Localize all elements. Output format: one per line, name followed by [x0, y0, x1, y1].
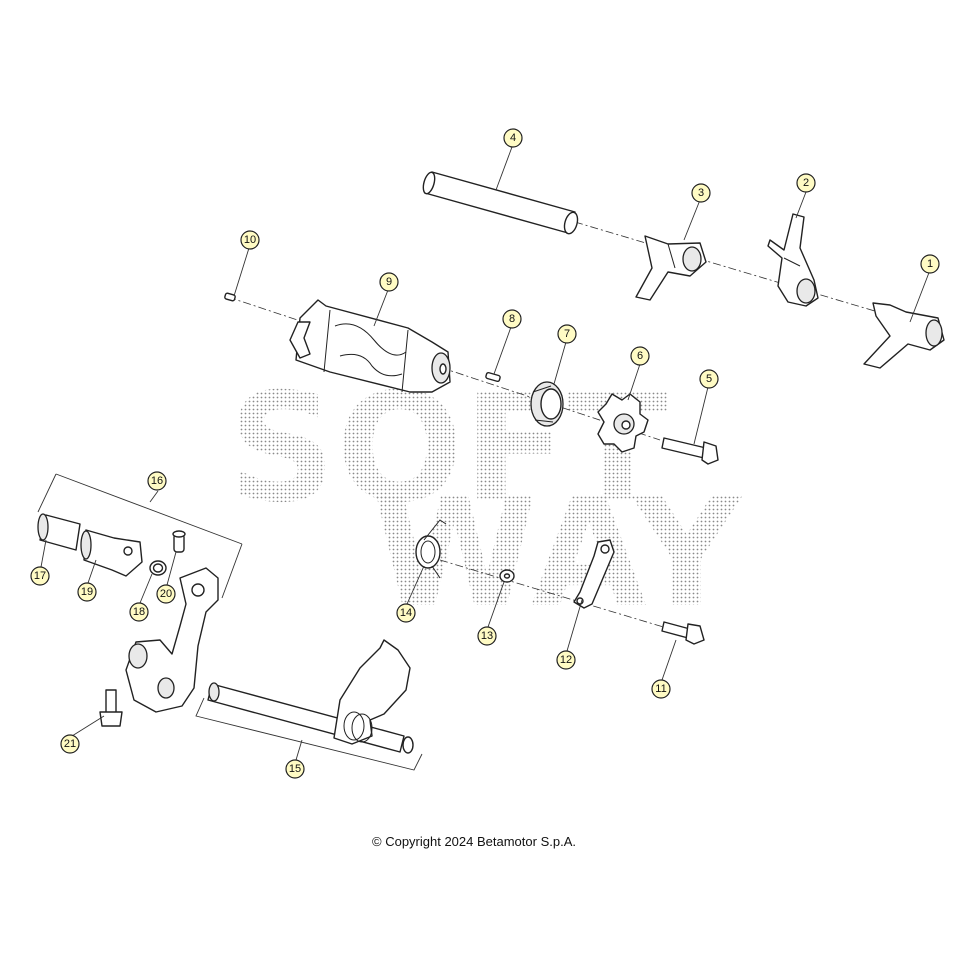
callout-17: 17 [30, 566, 50, 586]
callout-8: 8 [502, 309, 522, 329]
bolt-5-part [661, 437, 719, 465]
callout-4: 4 [503, 128, 523, 148]
svg-text:21: 21 [64, 738, 76, 750]
callout-11: 11 [651, 679, 671, 699]
svg-text:12: 12 [560, 654, 572, 666]
watermark: SOFT WAY [228, 362, 743, 641]
copyright-text: © Copyright 2024 Betamotor S.p.A. [372, 834, 576, 849]
svg-text:5: 5 [706, 373, 712, 385]
shift-drum-part [289, 299, 451, 393]
svg-text:13: 13 [481, 630, 493, 642]
leader-lines [40, 146, 931, 761]
callout-14: 14 [396, 603, 416, 623]
grouping-brackets [37, 473, 423, 771]
svg-text:9: 9 [386, 276, 392, 288]
callout-12: 12 [556, 650, 576, 670]
part-callouts: 1 2 3 4 5 6 7 8 9 10 11 12 13 14 15 16 1… [30, 128, 940, 779]
callout-15: 15 [285, 759, 305, 779]
pedal-tip-19-part [80, 529, 143, 577]
bearing-7-part [530, 381, 564, 427]
bolt-21-part [99, 689, 123, 727]
shift-fork-1-part [863, 302, 945, 369]
callout-20: 20 [156, 584, 176, 604]
shift-fork-2-part [767, 213, 819, 307]
callout-19: 19 [77, 582, 97, 602]
svg-text:18: 18 [133, 606, 145, 618]
washer-13-part [499, 569, 515, 583]
callout-21: 21 [60, 734, 80, 754]
svg-text:16: 16 [151, 475, 163, 487]
callout-6: 6 [630, 346, 650, 366]
svg-text:10: 10 [244, 234, 256, 246]
svg-text:11: 11 [655, 683, 666, 695]
spring-14-part [415, 519, 447, 579]
callout-13: 13 [477, 626, 497, 646]
bolt-11-part [661, 621, 705, 645]
svg-text:19: 19 [81, 586, 93, 598]
gear-pedal-part [125, 567, 219, 713]
watermark-line1: SOFT [228, 362, 668, 536]
callout-10: 10 [240, 230, 260, 250]
callout-7: 7 [557, 324, 577, 344]
svg-text:20: 20 [160, 588, 172, 600]
oring-18-part [149, 560, 167, 576]
pin-20-part [172, 530, 186, 553]
fork-shaft-part [422, 171, 579, 235]
callout-18: 18 [129, 602, 149, 622]
callout-16: 16 [147, 471, 167, 491]
svg-text:7: 7 [564, 328, 570, 340]
callout-5: 5 [699, 369, 719, 389]
shift-shaft-part [207, 639, 414, 754]
svg-text:17: 17 [34, 570, 46, 582]
svg-text:8: 8 [509, 313, 515, 325]
lever-12-part [573, 539, 615, 609]
svg-text:4: 4 [510, 132, 516, 144]
index-wheel-part [597, 393, 649, 453]
sleeve-17-part [37, 513, 81, 551]
callout-1: 1 [920, 254, 940, 274]
dowel-8-part [485, 371, 501, 383]
svg-text:15: 15 [289, 763, 301, 775]
svg-text:2: 2 [803, 177, 809, 189]
pin-10-part [224, 292, 236, 302]
svg-text:3: 3 [698, 187, 704, 199]
svg-text:6: 6 [637, 350, 643, 362]
callout-3: 3 [691, 183, 711, 203]
svg-text:14: 14 [400, 607, 412, 619]
callout-9: 9 [379, 272, 399, 292]
svg-text:1: 1 [927, 258, 933, 270]
callout-2: 2 [796, 173, 816, 193]
shift-fork-3-part [635, 235, 707, 301]
